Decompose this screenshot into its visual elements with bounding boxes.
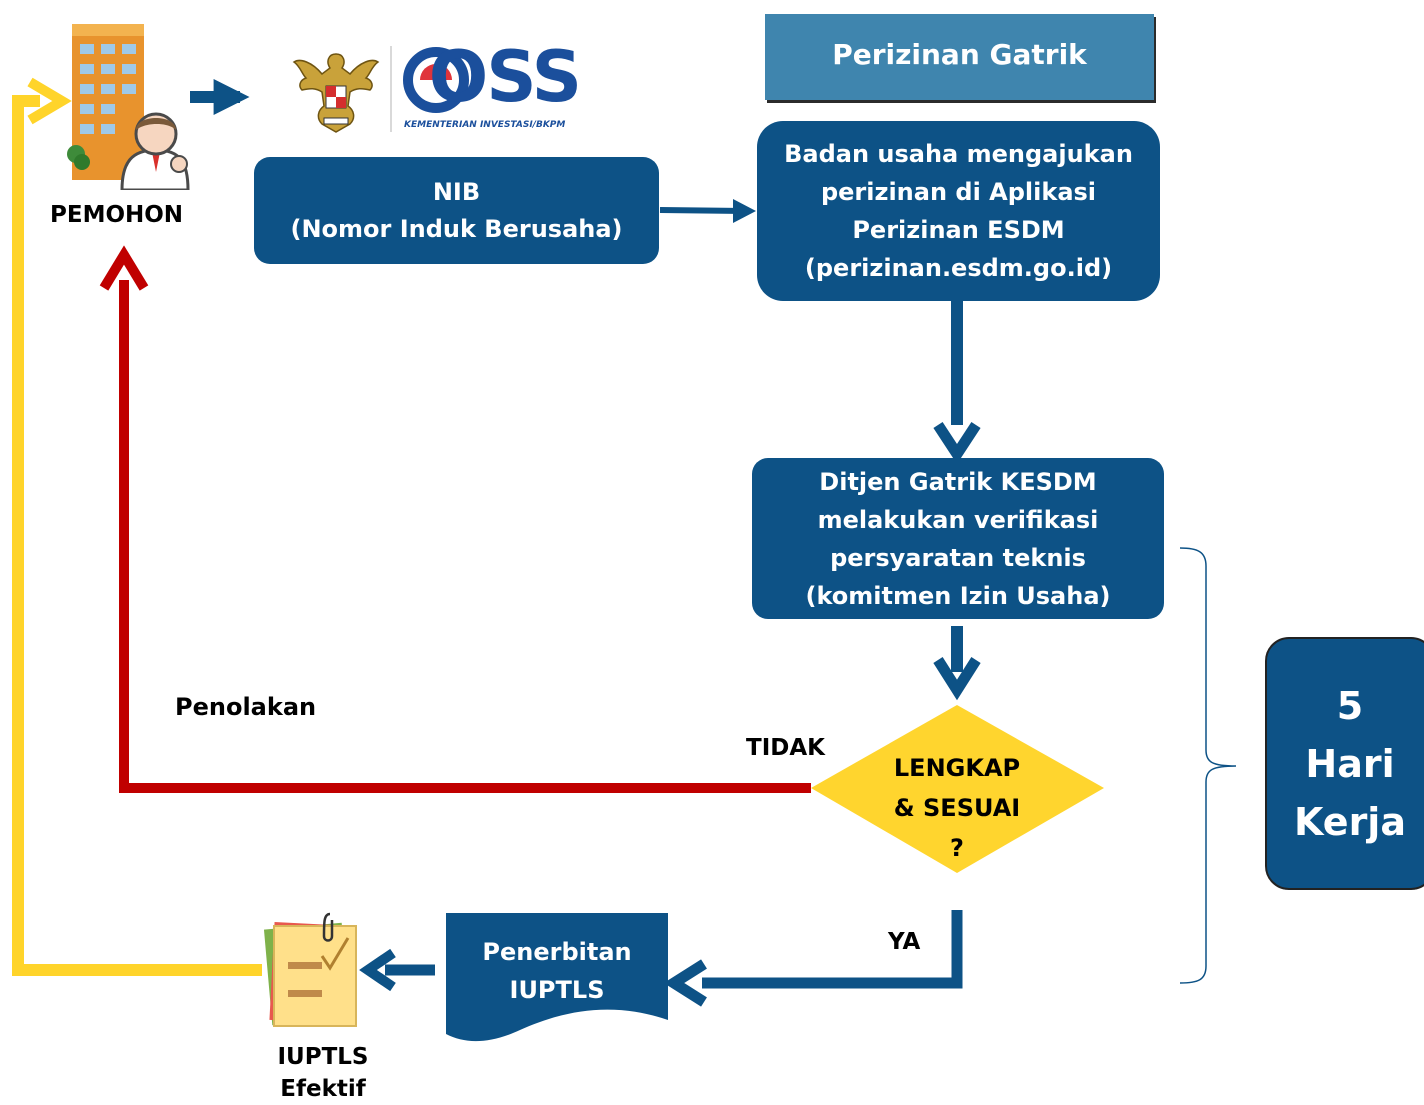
duration-kerja: Kerja (1294, 799, 1406, 844)
issue-box-line-2: IUPTLS (509, 976, 605, 1004)
verify-box-line-2: melakukan verifikasi (817, 505, 1099, 534)
oss-logo-brand: OSS (428, 36, 582, 118)
yellow-arrowhead (27, 77, 72, 125)
arrow-issue-to-document-head (359, 948, 396, 992)
logo-divider (390, 46, 392, 132)
verify-box: Ditjen Gatrik KESDM melakukan verifikasi… (752, 458, 1164, 619)
result-label: IUPTLS Efektif (260, 1041, 386, 1105)
header-title: Perizinan Gatrik (832, 38, 1087, 71)
arrow-nib-to-apply (659, 207, 746, 214)
duration-hari: Hari (1305, 741, 1395, 786)
arrow-verify-to-decision-head (933, 657, 981, 701)
document-check-icon (263, 912, 357, 1027)
oss-logo-subtitle: KEMENTERIAN INVESTASI/BKPM (404, 120, 566, 130)
result-line-2: Efektif (280, 1076, 366, 1102)
applicant-label: PEMOHON (50, 202, 184, 228)
issue-document-shape (446, 913, 668, 1042)
decision-text: LENGKAP & SESUAI ? (880, 748, 1034, 868)
red-rejection-line (119, 280, 811, 793)
issue-box-line-1: Penerbitan (482, 938, 632, 966)
apply-box-line-2: perizinan di Aplikasi (820, 178, 1097, 206)
duration-days: 5 (1336, 683, 1364, 728)
decision-line-3: ? (950, 834, 964, 862)
red-arrowhead (99, 245, 149, 291)
label-penolakan: Penolakan (175, 693, 317, 721)
nib-box-title: NIB (432, 177, 481, 206)
label-ya: YA (888, 929, 921, 955)
arrow-apply-to-verify-head (933, 421, 981, 465)
apply-box-line-4: (perizinan.esdm.go.id) (804, 254, 1113, 282)
nib-box: NIB (Nomor Induk Berusaha) (254, 157, 659, 264)
arrow-nib-to-apply-head (733, 199, 756, 223)
arrow-decision-to-issue-head (663, 959, 707, 1007)
apply-box-line-1: Badan usaha mengajukan (784, 140, 1133, 168)
yellow-return-line (12, 95, 262, 976)
duration-brace (1179, 547, 1237, 984)
verify-box-line-4: (komitmen Izin Usaha) (805, 581, 1111, 610)
apply-box: Badan usaha mengajukan perizinan di Apli… (757, 121, 1160, 301)
duration-box: 5 Hari Kerja (1265, 637, 1424, 890)
verify-box-line-3: persyaratan teknis (830, 543, 1086, 572)
garuda-emblem-icon (292, 53, 380, 133)
label-tidak: TIDAK (746, 735, 825, 761)
apply-box-line-3: Perizinan ESDM (852, 216, 1065, 244)
verify-box-line-1: Ditjen Gatrik KESDM (819, 467, 1097, 496)
header-banner (765, 14, 1154, 100)
issue-box-text: Penerbitan IUPTLS (446, 933, 668, 1009)
arrow-decision-to-issue (702, 910, 963, 989)
building-person-icon (67, 24, 190, 190)
oss-logo-mark (403, 47, 469, 113)
decision-diamond (811, 705, 1104, 873)
result-line-1: IUPTLS (277, 1044, 369, 1070)
nib-box-subtitle: (Nomor Induk Berusaha) (290, 214, 623, 243)
decision-line-2: & SESUAI (893, 794, 1021, 822)
decision-line-1: LENGKAP (893, 754, 1021, 782)
